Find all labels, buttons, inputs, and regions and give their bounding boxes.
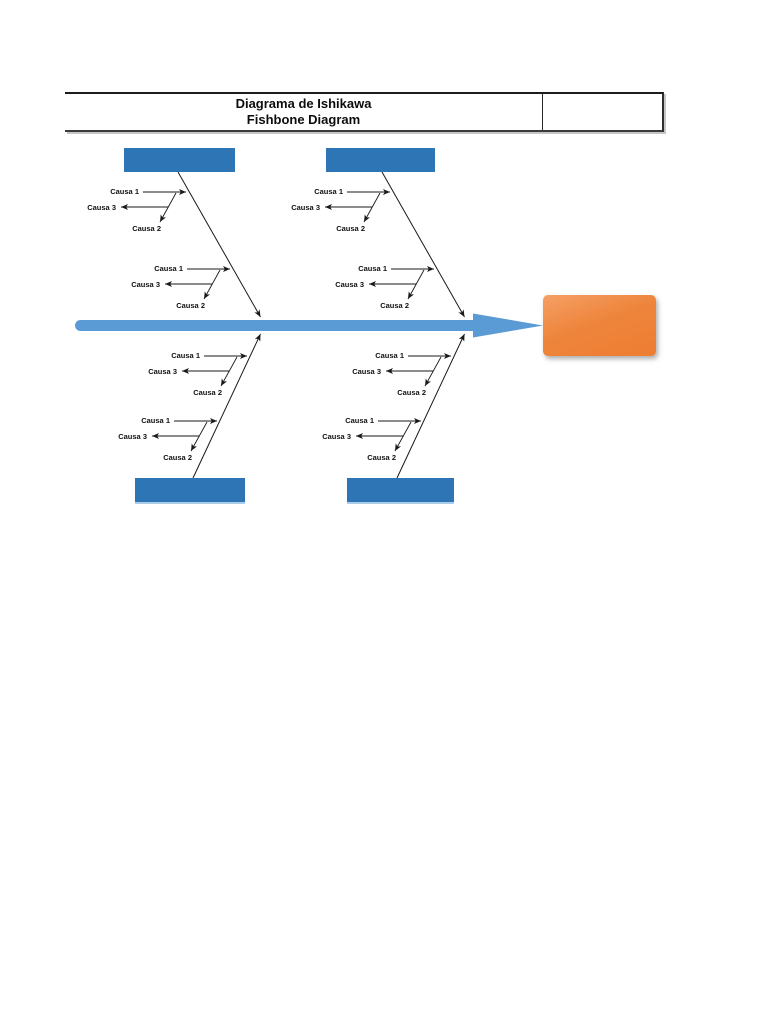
cause3-label: Causa 3 <box>322 432 351 441</box>
cause2-label: Causa 2 <box>336 224 365 233</box>
cause1-label: Causa 1 <box>141 416 170 425</box>
page-title-line1: Diagrama de Ishikawa <box>235 96 372 111</box>
cause2-label: Causa 2 <box>193 388 222 397</box>
cause-arrows-bottom-right-upper <box>386 353 451 387</box>
bone-bottom-left <box>192 333 261 479</box>
category-box-top-right <box>326 148 435 172</box>
cause-arrows <box>121 189 451 452</box>
cause-arrows-top-left-lower <box>165 266 230 300</box>
cause1-label: Causa 1 <box>154 264 183 273</box>
cause2-label: Causa 2 <box>380 301 409 310</box>
cause3-label: Causa 3 <box>131 280 160 289</box>
cause-arrows-top-left-upper <box>121 189 186 223</box>
cause3-label: Causa 3 <box>352 367 381 376</box>
cause-arrows-bottom-left-lower <box>152 418 217 452</box>
cause1-label: Causa 1 <box>110 187 139 196</box>
header-title-cell: Diagrama de Ishikawa Fishbone Diagram <box>65 94 543 130</box>
cause-arrows-bottom-right-lower <box>356 418 421 452</box>
category-box-bottom-left <box>135 478 245 502</box>
category-box-bottom-right <box>347 478 454 502</box>
page-title-line2: Fishbone Diagram <box>246 112 361 127</box>
bone-top-left <box>177 171 261 318</box>
cause2-label: Causa 2 <box>176 301 205 310</box>
cause-arrows-top-right-upper <box>325 189 390 223</box>
cause3-label: Causa 3 <box>335 280 364 289</box>
cause1-label: Causa 1 <box>345 416 374 425</box>
bone-top-right <box>381 171 465 318</box>
cause-arrows-top-right-lower <box>369 266 434 300</box>
cause1-label: Causa 1 <box>171 351 200 360</box>
bone-bottom-right <box>396 333 465 479</box>
cause2-label: Causa 2 <box>163 453 192 462</box>
cause2-label: Causa 2 <box>397 388 426 397</box>
cause3-label: Causa 3 <box>118 432 147 441</box>
cause3-label: Causa 3 <box>87 203 116 212</box>
effect-box <box>543 295 656 356</box>
cause2-label: Causa 2 <box>367 453 396 462</box>
cause1-label: Causa 1 <box>314 187 343 196</box>
category-box-top-left <box>124 148 235 172</box>
cause3-label: Causa 3 <box>291 203 320 212</box>
cause1-label: Causa 1 <box>358 264 387 273</box>
cause2-label: Causa 2 <box>132 224 161 233</box>
spine-arrow <box>75 313 543 338</box>
cause-arrows-bottom-left-upper <box>182 353 247 387</box>
cause3-label: Causa 3 <box>148 367 177 376</box>
header-table: Diagrama de Ishikawa Fishbone Diagram <box>65 92 664 132</box>
cause1-label: Causa 1 <box>375 351 404 360</box>
main-bones <box>177 171 465 479</box>
